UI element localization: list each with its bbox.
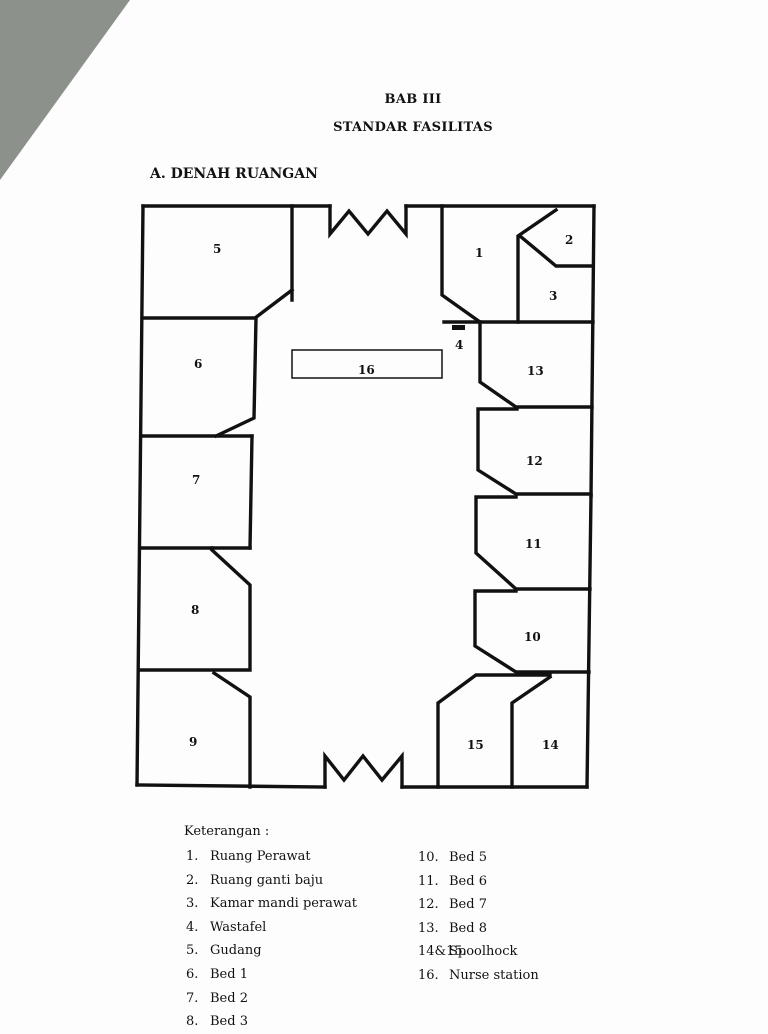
legend-item-label: Bed 2 <box>210 990 248 1006</box>
legend-item-number: 2. <box>186 872 199 888</box>
legend-item: 4. Wastafel <box>186 916 357 940</box>
room-number-13: 13 <box>527 364 544 378</box>
legend-item-label: Nurse station <box>449 967 539 983</box>
legend-item-label: Bed 3 <box>210 1014 248 1030</box>
legend-left-column: 1. Ruang Perawat 2. Ruang ganti baju 3. Kam… <box>186 845 357 1034</box>
top-entrance-door <box>328 204 408 239</box>
legend-item: 1. Ruang Perawat <box>186 845 357 869</box>
outer-wall-right-lower <box>585 494 593 789</box>
legend-item: 2. Ruang ganti baju <box>186 869 357 893</box>
legend-item: 16. Nurse station <box>418 964 539 988</box>
legend-item-number: 16. <box>418 967 439 983</box>
chapter-title: STANDAR FASILITAS <box>333 120 493 135</box>
room-number-2: 2 <box>565 233 573 247</box>
legend-right-column: 10. Bed 5 11. Bed 6 12. Bed 7 13. Bed 8 14&1… <box>418 846 539 988</box>
legend-item-label: Gudang <box>210 943 262 959</box>
room-14-wall <box>510 674 553 789</box>
room-number-16: 16 <box>358 363 375 377</box>
legend-item-label: Bed 8 <box>449 920 487 936</box>
room-number-12: 12 <box>526 454 543 468</box>
legend-item: 6. Bed 1 <box>186 963 357 987</box>
legend-item-number: 10. <box>418 850 439 865</box>
room-7-wall <box>248 434 254 550</box>
legend-item-number: 11. <box>418 873 439 889</box>
room-13-wall <box>478 320 594 409</box>
legend-item-label: Bed 6 <box>449 873 487 889</box>
room-number-15: 15 <box>467 738 484 752</box>
bottom-entrance-door <box>323 751 404 789</box>
legend-item-number: 13. <box>418 920 439 936</box>
room-number-11: 11 <box>525 537 542 551</box>
room-5-wall <box>141 287 295 320</box>
room-number-8: 8 <box>191 603 199 617</box>
legend-item: 7. Bed 2 <box>186 987 357 1011</box>
legend-item-number: 1. <box>186 849 199 864</box>
room-10-wall <box>473 589 591 674</box>
legend-item: 13. Bed 8 <box>418 917 539 941</box>
outer-wall-right-upper <box>589 204 596 498</box>
legend-item-number: 5. <box>186 943 199 959</box>
legend-item-number: 6. <box>186 966 199 982</box>
legend-item-number: 14&15. <box>418 944 467 960</box>
room-2-3-divider <box>517 233 595 268</box>
legend-item-number: 3. <box>186 896 199 912</box>
legend-item-label: Ruang ganti baju <box>210 872 324 888</box>
room-number-7: 7 <box>192 473 200 487</box>
legend-item: 12. Bed 7 <box>418 893 539 917</box>
legend-item-label: Spoolhock <box>449 944 518 960</box>
room-6-wall <box>213 316 258 439</box>
room-12-wall <box>476 407 593 496</box>
legend-item: 14&15.Spoolhock <box>418 940 539 964</box>
room-number-10: 10 <box>524 630 541 644</box>
legend-item: 11. Bed 6 <box>418 870 539 894</box>
legend-item-number: 7. <box>186 990 199 1006</box>
legend-item-number: 4. <box>186 919 199 935</box>
nurse-station-desk <box>291 349 443 379</box>
legend-title: Keterangan : <box>184 824 270 839</box>
room-number-1: 1 <box>475 246 483 260</box>
room-number-5: 5 <box>213 242 221 256</box>
outer-wall-bottom-left <box>135 783 327 789</box>
wastafel-symbol <box>452 325 465 330</box>
room-number-4: 4 <box>455 338 463 352</box>
legend-item-label: Bed 7 <box>449 897 487 913</box>
room-1-wall <box>440 204 483 325</box>
room-8-wall <box>137 547 252 672</box>
scanned-page-corner-shadow <box>0 0 130 180</box>
section-title: A. DENAH RUANGAN <box>150 166 318 182</box>
outer-wall-left <box>135 204 145 787</box>
legend-item-number: 12. <box>418 897 439 913</box>
legend-item: 10. Bed 5 <box>418 846 539 870</box>
legend-item-label: Ruang Perawat <box>210 849 311 864</box>
room-9-wall <box>211 670 252 789</box>
room-number-14: 14 <box>542 738 559 752</box>
legend-item-label: Bed 5 <box>449 850 487 865</box>
legend-item-label: Kamar mandi perawat <box>210 896 358 912</box>
legend-item: 3. Kamar mandi perawat <box>186 892 357 916</box>
legend-item-label: Bed 1 <box>210 966 248 982</box>
room-2-wall <box>516 207 559 324</box>
chapter-label: BAB III <box>384 92 442 107</box>
legend-item: 5. Gudang <box>186 939 357 963</box>
room-number-3: 3 <box>549 289 557 303</box>
room-15-wall <box>436 673 552 789</box>
room-11-wall <box>474 495 592 591</box>
legend-item-label: Wastafel <box>210 919 267 935</box>
room-number-9: 9 <box>189 735 197 749</box>
legend-item-number: 8. <box>186 1014 199 1030</box>
room-number-6: 6 <box>194 357 202 371</box>
legend-item: 8. Bed 3 <box>186 1010 357 1034</box>
